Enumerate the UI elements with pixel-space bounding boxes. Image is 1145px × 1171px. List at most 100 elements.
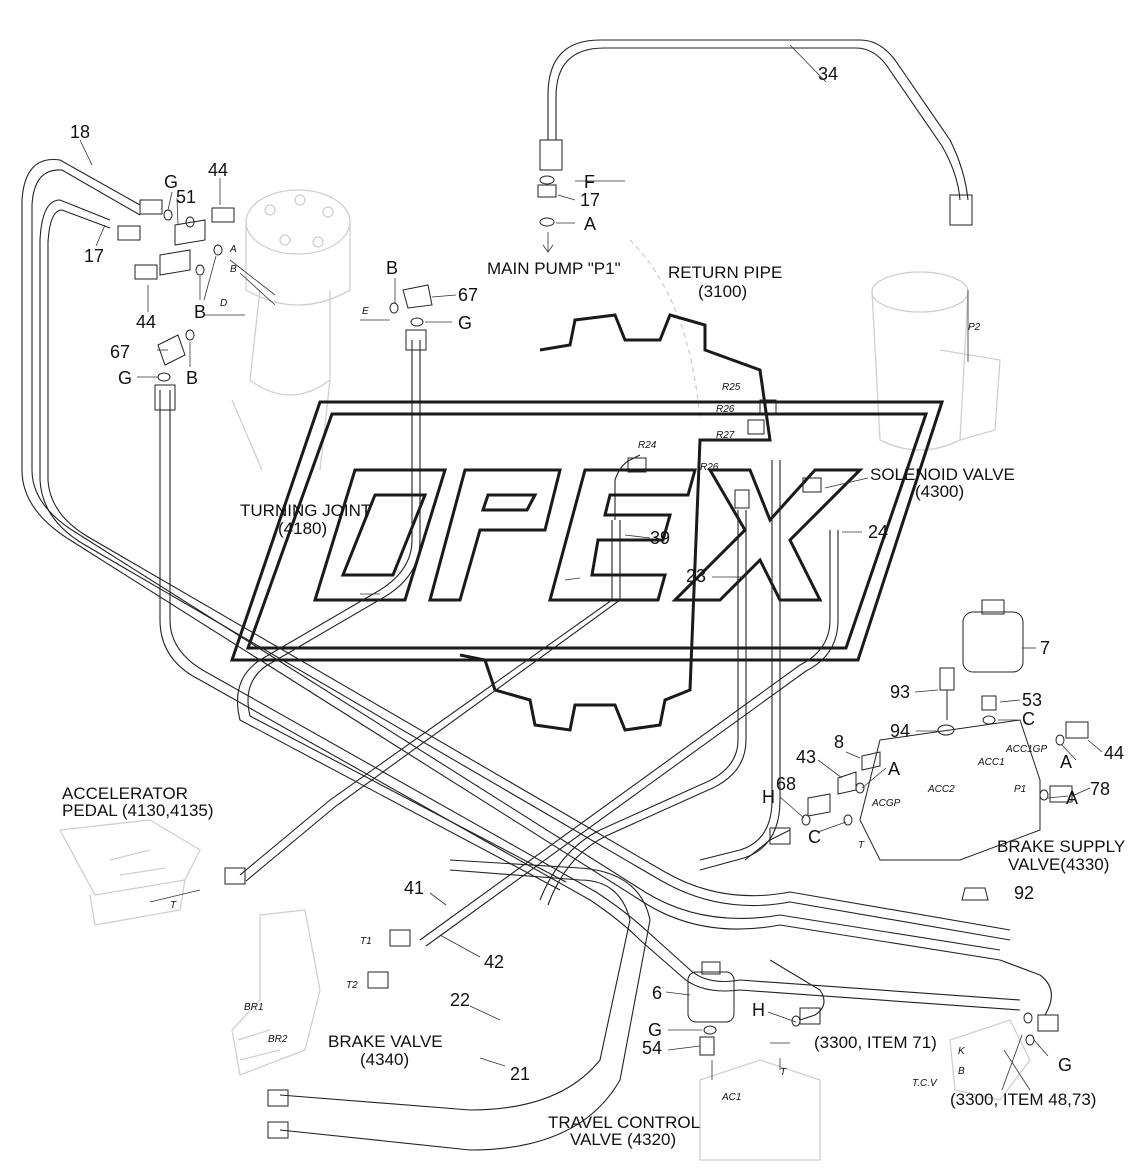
port-e-joint: E bbox=[362, 306, 369, 317]
part-8: 8 bbox=[834, 732, 844, 752]
port-g-top: G bbox=[164, 172, 178, 192]
mark-p2: P2 bbox=[968, 322, 981, 333]
mark-acc2: ACC2 bbox=[927, 784, 955, 795]
mark-r27: R27 bbox=[716, 430, 735, 441]
main-pump-label: MAIN PUMP "P1" bbox=[487, 259, 621, 278]
part-68: 68 bbox=[776, 774, 796, 794]
return-pipe-label: RETURN PIPE bbox=[668, 263, 782, 282]
port-b-left-lower: B bbox=[186, 368, 198, 388]
port-c-68: C bbox=[808, 827, 821, 847]
mark-p1: P1 bbox=[1014, 784, 1026, 795]
mark-r26-lower: R26 bbox=[700, 462, 719, 473]
port-c-accum: C bbox=[1022, 709, 1035, 729]
part-34: 34 bbox=[818, 64, 838, 84]
part-6: 6 bbox=[652, 983, 662, 1003]
port-a-pump: A bbox=[584, 214, 596, 234]
part-17: 17 bbox=[84, 246, 104, 266]
turning-joint-label: TURNING JOINT bbox=[240, 501, 371, 520]
port-b-hose: B bbox=[386, 258, 398, 278]
brake-supply-valve-label: BRAKE SUPPLY bbox=[997, 837, 1125, 856]
mark-t1: T1 bbox=[360, 936, 372, 947]
brake-valve-ref: (4340) bbox=[360, 1050, 409, 1069]
port-a-44: A bbox=[1060, 752, 1072, 772]
mark-tcv: T.C.V bbox=[912, 1078, 938, 1089]
part-21: 21 bbox=[510, 1064, 530, 1084]
mark-acc1: ACC1 bbox=[977, 757, 1005, 768]
brake-valve-label: BRAKE VALVE bbox=[328, 1032, 443, 1051]
port-h-68: H bbox=[762, 787, 775, 807]
background-components bbox=[58, 189, 1031, 1161]
mark-br1: BR1 bbox=[244, 1002, 263, 1013]
watermark-logo bbox=[229, 313, 945, 732]
part-23: 23 bbox=[686, 566, 706, 586]
mark-ac1: AC1 bbox=[721, 1092, 741, 1103]
part-44-lower: 44 bbox=[136, 312, 156, 332]
mark-r25: R25 bbox=[722, 382, 741, 393]
port-g-hose: G bbox=[458, 313, 472, 333]
watermark-text bbox=[312, 468, 864, 602]
turning-joint-ref: (4180) bbox=[278, 519, 327, 538]
leader-lines bbox=[79, 44, 1103, 1091]
item-71-ref: (3300, ITEM 71) bbox=[814, 1033, 937, 1052]
mark-acc1gp: ACC1GP bbox=[1005, 744, 1047, 755]
mark-r24: R24 bbox=[638, 440, 657, 451]
mark-br2: BR2 bbox=[268, 1034, 288, 1045]
part-94: 94 bbox=[890, 721, 910, 741]
mark-acgp: ACGP bbox=[871, 798, 901, 809]
solenoid-valve-ref: (4300) bbox=[915, 482, 964, 501]
part-53: 53 bbox=[1022, 690, 1042, 710]
return-pipe-ref: (3100) bbox=[698, 282, 747, 301]
pipe-network bbox=[21, 39, 1052, 1151]
part-7: 7 bbox=[1040, 638, 1050, 658]
part-22: 22 bbox=[450, 990, 470, 1010]
travel-control-valve-ref: VALVE (4320) bbox=[570, 1130, 676, 1149]
mark-t2: T2 bbox=[346, 980, 358, 991]
port-b-left: B bbox=[194, 302, 206, 322]
mark-t-bsv: T bbox=[858, 840, 865, 851]
port-markings: R25 R26 R27 R24 R26 P2 ACC1 ACC2 ACC1GP … bbox=[170, 322, 1047, 1103]
port-a-78: A bbox=[1066, 788, 1078, 808]
port-g-tcv: G bbox=[1058, 1055, 1072, 1075]
accelerator-pedal-ref: PEDAL (4130,4135) bbox=[62, 801, 214, 820]
port-a-joint: A bbox=[229, 244, 237, 255]
solenoid-valve-label: SOLENOID VALVE bbox=[870, 465, 1015, 484]
item-48-73-ref: (3300, ITEM 48,73) bbox=[950, 1090, 1096, 1109]
mark-r26-upper: R26 bbox=[716, 404, 735, 415]
port-a-43: A bbox=[888, 759, 900, 779]
part-51: 51 bbox=[176, 187, 196, 207]
part-78: 78 bbox=[1090, 779, 1110, 799]
part-54: 54 bbox=[642, 1038, 662, 1058]
brake-supply-valve-ref: VALVE(4330) bbox=[1008, 855, 1109, 874]
port-g-54: G bbox=[648, 1020, 662, 1040]
fittings bbox=[117, 175, 1089, 1139]
mark-t-tcv: T bbox=[780, 1067, 787, 1078]
part-39: 39 bbox=[650, 528, 670, 548]
part-44-right: 44 bbox=[1104, 743, 1124, 763]
part-57: 17 bbox=[580, 190, 600, 210]
part-24: 24 bbox=[868, 522, 888, 542]
part-67-left: 67 bbox=[110, 342, 130, 362]
travel-control-valve-label: TRAVEL CONTROL bbox=[548, 1113, 700, 1132]
component-labels: MAIN PUMP "P1" RETURN PIPE (3100) TURNIN… bbox=[62, 259, 1125, 1149]
part-92: 92 bbox=[1014, 883, 1034, 903]
port-f-pump: F bbox=[584, 172, 595, 192]
part-93: 93 bbox=[890, 682, 910, 702]
mark-t-pedal: T bbox=[170, 900, 177, 911]
part-callouts: 34 18 17 44 51 44 67 67 39 23 24 7 93 53… bbox=[70, 64, 1124, 1084]
part-44-upper: 44 bbox=[208, 160, 228, 180]
part-43: 43 bbox=[796, 747, 816, 767]
port-letters: G A B B D E B G G B F A C A A A H C G H … bbox=[118, 172, 1078, 1075]
mark-k: K bbox=[958, 1046, 966, 1057]
part-41: 41 bbox=[404, 878, 424, 898]
mark-b-tcv: B bbox=[958, 1066, 965, 1077]
port-b-joint: B bbox=[230, 264, 237, 275]
part-18: 18 bbox=[70, 122, 90, 142]
part-67-right: 67 bbox=[458, 285, 478, 305]
port-g-left: G bbox=[118, 368, 132, 388]
port-h-lower: H bbox=[752, 1000, 765, 1020]
port-d-joint: D bbox=[220, 298, 227, 309]
part-42: 42 bbox=[484, 952, 504, 972]
accelerator-pedal-label: ACCELERATOR bbox=[62, 784, 188, 803]
